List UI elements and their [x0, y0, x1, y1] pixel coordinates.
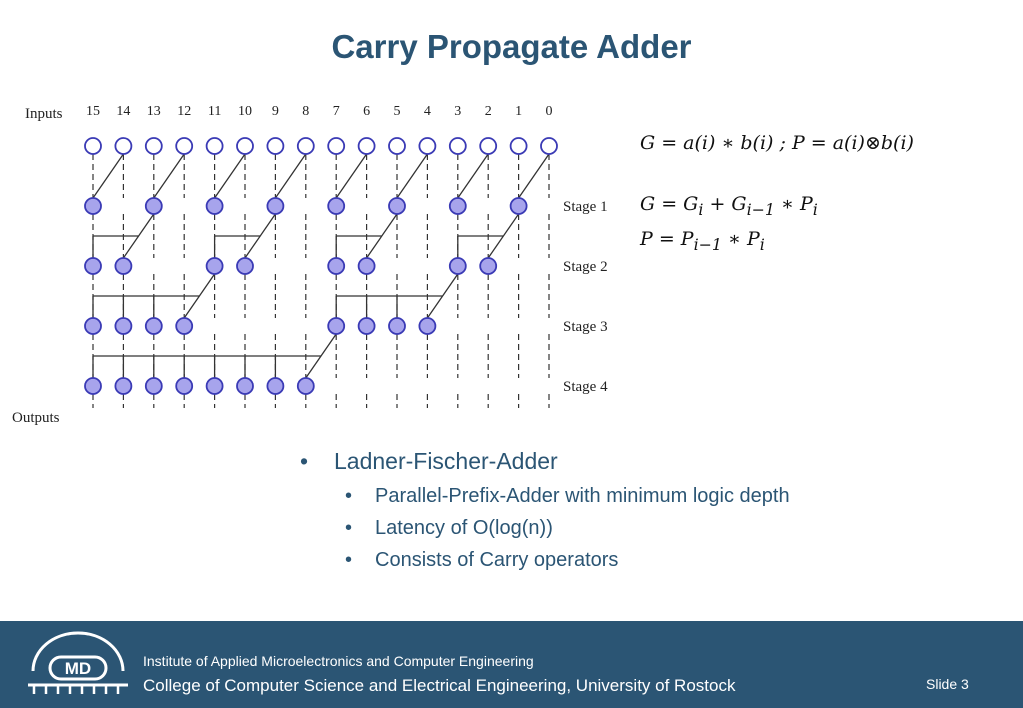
carry-operator-s1-13 — [144, 197, 163, 215]
bullet-main: Ladner-Fischer-Adder — [300, 448, 790, 475]
bit-label-2: 2 — [485, 104, 492, 119]
stage-label-2: Stage 2 — [563, 259, 608, 275]
carry-wire-s1-6 — [335, 153, 368, 199]
bit-label-1: 1 — [515, 104, 522, 119]
carry-wire-s1-14 — [92, 153, 124, 199]
carry-operator-s1-3 — [448, 197, 467, 215]
outputs-label: Outputs — [12, 410, 60, 426]
slide-number: Slide 3 — [926, 676, 969, 692]
carry-operator-s4-15 — [84, 377, 102, 395]
bit-label-4: 4 — [424, 104, 431, 119]
carry-operator-s2-3 — [448, 257, 467, 275]
input-node-6 — [357, 137, 376, 155]
carry-operator-s1-9 — [266, 197, 285, 215]
bit-label-7: 7 — [333, 104, 340, 119]
bit-label-13: 13 — [147, 104, 161, 119]
carry-wire-s1-4 — [396, 153, 428, 199]
logo-text: MD — [65, 659, 91, 678]
bit-label-0: 0 — [546, 104, 553, 119]
carry-operator-s2-7 — [327, 257, 346, 275]
bit-label-11: 11 — [208, 104, 221, 119]
footer-institute: Institute of Applied Microelectronics an… — [143, 653, 534, 669]
bit-label-5: 5 — [394, 104, 401, 119]
carry-operator-s3-4 — [418, 317, 437, 335]
carry-wire-s1-12 — [153, 153, 185, 199]
carry-operator-s3-13 — [144, 317, 163, 335]
carry-operator-s3-15 — [84, 317, 102, 335]
slide-title: Carry Propagate Adder — [331, 28, 692, 65]
carry-wire-s1-8 — [274, 153, 307, 199]
equation-generate-propagate: G = a(i) ∗ b(i) ; P = a(i)⊗b(i) — [640, 132, 914, 154]
bullet-sub-1: Parallel-Prefix-Adder with minimum logic… — [300, 485, 790, 508]
input-node-5 — [388, 137, 406, 155]
bullet-sub-2: Latency of O(log(n)) — [300, 517, 790, 540]
input-node-4 — [418, 137, 437, 155]
carry-operator-s2-11 — [205, 257, 224, 275]
carry-operator-s4-9 — [266, 377, 285, 395]
input-node-9 — [266, 137, 285, 155]
carry-operator-s1-1 — [509, 197, 528, 215]
input-node-15 — [84, 137, 102, 155]
carry-operator-s2-15 — [84, 257, 102, 275]
carry-operator-s2-2 — [479, 257, 498, 275]
input-node-14 — [114, 137, 133, 155]
carry-wire-s1-10 — [214, 153, 246, 199]
carry-operator-s3-12 — [175, 317, 194, 335]
inputs-label: Inputs — [25, 106, 63, 122]
bit-label-10: 10 — [238, 104, 252, 119]
bit-label-3: 3 — [454, 104, 461, 119]
equation-propagate-recurrence: P = Pi−1 ∗ Pi — [640, 228, 765, 254]
stage-label-4: Stage 4 — [563, 379, 608, 395]
bit-label-9: 9 — [272, 104, 279, 119]
carry-operator-s4-14 — [114, 377, 133, 395]
carry-operator-s2-14 — [114, 257, 133, 275]
carry-operator-s1-7 — [327, 197, 346, 215]
university-logo-icon: MD — [28, 631, 128, 694]
carry-operator-s4-12 — [175, 377, 194, 395]
carry-operator-s4-11 — [205, 377, 224, 395]
carry-operator-s3-7 — [327, 317, 346, 335]
input-node-10 — [236, 137, 254, 155]
carry-wire-s1-2 — [457, 153, 489, 199]
carry-operator-s1-15 — [84, 197, 102, 215]
carry-operator-s2-10 — [236, 257, 254, 275]
stage-label-1: Stage 1 — [563, 199, 608, 215]
carry-operator-s3-6 — [357, 317, 376, 335]
bullet-sub-3: Consists of Carry operators — [300, 549, 790, 572]
carry-wire-s1-0 — [518, 153, 550, 199]
input-node-12 — [175, 137, 194, 155]
bit-label-15: 15 — [86, 104, 100, 119]
stage-label-3: Stage 3 — [563, 319, 608, 335]
bullet-list: Ladner-Fischer-Adder Parallel-Prefix-Add… — [300, 448, 790, 581]
input-node-2 — [479, 137, 498, 155]
carry-operator-s2-6 — [357, 257, 376, 275]
carry-operator-s1-11 — [205, 197, 224, 215]
bit-label-8: 8 — [302, 104, 309, 119]
carry-operator-s4-10 — [236, 377, 254, 395]
carry-operator-s4-13 — [144, 377, 163, 395]
input-node-3 — [448, 137, 467, 155]
footer-bar: MD Institute of Applied Microelectronics… — [0, 621, 1023, 708]
carry-operator-s3-14 — [114, 317, 133, 335]
input-node-11 — [205, 137, 224, 155]
bit-label-12: 12 — [177, 104, 191, 119]
input-node-7 — [327, 137, 346, 155]
input-node-1 — [509, 137, 528, 155]
equation-generate-recurrence: G = Gi + Gi−1 ∗ Pi — [640, 193, 818, 219]
carry-operator-s1-5 — [388, 197, 406, 215]
input-node-8 — [296, 137, 315, 155]
carry-operator-s3-5 — [388, 317, 406, 335]
input-node-13 — [144, 137, 163, 155]
footer-college: College of Computer Science and Electric… — [143, 676, 736, 695]
carry-operator-s4-8 — [296, 377, 315, 395]
input-node-0 — [540, 137, 558, 155]
bit-label-14: 14 — [116, 104, 130, 119]
bit-label-6: 6 — [363, 104, 370, 119]
